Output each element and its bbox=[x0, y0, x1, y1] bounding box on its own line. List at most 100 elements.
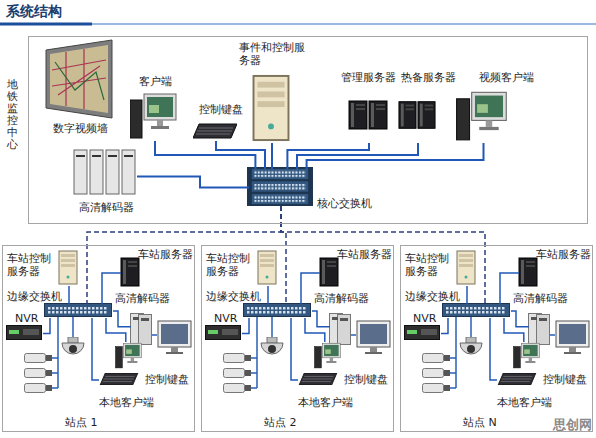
device-node: 高清解码器 bbox=[529, 314, 551, 346]
device-label: 边缘交换机 bbox=[206, 290, 261, 303]
group-label: 站点 1 bbox=[65, 416, 98, 429]
device-node: 控制键盘 bbox=[497, 374, 539, 386]
video-wall-icon bbox=[55, 62, 104, 100]
device-node: 热备服务器 bbox=[399, 89, 437, 143]
network-link bbox=[92, 318, 99, 380]
device-label: 车站服务器 bbox=[138, 248, 193, 261]
device-label: 控制键盘 bbox=[344, 373, 388, 386]
trunk-link bbox=[87, 206, 281, 304]
device-node: 控制键盘 bbox=[99, 374, 141, 386]
device-node: NVR bbox=[405, 326, 441, 341]
network-link bbox=[137, 177, 249, 188]
device-label: 本地客户端 bbox=[497, 396, 552, 409]
network-link bbox=[291, 318, 298, 380]
title-rule bbox=[0, 23, 596, 24]
core-switch-icon bbox=[247, 167, 313, 206]
station-art bbox=[206, 251, 391, 393]
core-switch-icon bbox=[251, 193, 308, 204]
trunk-link bbox=[281, 206, 286, 304]
device-node: 边缘交换机 bbox=[443, 304, 511, 318]
device-label: 高清解码器 bbox=[513, 292, 568, 305]
network-link bbox=[155, 141, 255, 169]
device-label: NVR bbox=[413, 312, 436, 325]
server-icon bbox=[418, 102, 435, 129]
server-icon bbox=[399, 102, 416, 129]
video-wall-icon bbox=[46, 40, 112, 118]
device-node: 客户端 bbox=[131, 91, 179, 141]
video-wall-icon bbox=[50, 45, 108, 113]
device-node: 边缘交换机 bbox=[45, 304, 113, 318]
device-label: 高清解码器 bbox=[115, 292, 170, 305]
device-label: 事件和控制服务器 bbox=[239, 41, 309, 67]
server-icon bbox=[254, 76, 289, 140]
network-link bbox=[68, 286, 70, 304]
device-label: 控制键盘 bbox=[543, 373, 587, 386]
network-link bbox=[267, 286, 269, 304]
device-node: 高清解码器 bbox=[75, 149, 137, 195]
station-art bbox=[7, 251, 192, 393]
network-link bbox=[511, 311, 529, 327]
device-label: 本地客户端 bbox=[298, 396, 353, 409]
device-label: 核心交换机 bbox=[317, 197, 372, 210]
device-label: 边缘交换机 bbox=[405, 290, 460, 303]
device-label: 高清解码器 bbox=[314, 292, 369, 305]
network-link bbox=[305, 318, 325, 342]
device-label: 车站服务器 bbox=[337, 248, 392, 261]
device-node: NVR bbox=[7, 326, 43, 341]
network-link bbox=[312, 311, 330, 327]
watermark: 思创网 bbox=[553, 416, 592, 434]
device-label: 本地客户端 bbox=[99, 396, 154, 409]
network-link bbox=[307, 143, 484, 169]
device-label: 管理服务器 bbox=[341, 71, 396, 84]
device-node: 车站服务器 bbox=[121, 258, 141, 288]
trunk-link bbox=[281, 206, 485, 304]
network-link bbox=[297, 143, 418, 169]
device-node: NVR bbox=[206, 326, 242, 341]
device-label: 视频客户端 bbox=[479, 71, 534, 84]
device-node: 车站控制服务器 bbox=[258, 251, 278, 286]
device-label: 控制键盘 bbox=[199, 103, 243, 116]
core-switch-icon bbox=[251, 181, 308, 192]
device-node: 边缘交换机 bbox=[244, 304, 312, 318]
network-link bbox=[504, 318, 524, 342]
network-link bbox=[113, 311, 131, 327]
network-link bbox=[216, 141, 265, 169]
group-label: 站点 N bbox=[463, 416, 497, 429]
device-node: 高清解码器 bbox=[131, 314, 153, 346]
device-label: 数字视频墙 bbox=[53, 122, 108, 135]
device-label: 控制键盘 bbox=[145, 373, 189, 386]
network-link bbox=[106, 318, 126, 342]
group-label: 地铁监控中心 bbox=[7, 79, 18, 152]
device-node: 车站控制服务器 bbox=[457, 251, 477, 286]
device-node: 车站服务器 bbox=[320, 258, 340, 288]
title-rule bbox=[0, 24, 596, 25]
device-node: 本地客户端 bbox=[109, 342, 151, 370]
video-wall-icon bbox=[46, 40, 112, 118]
device-node: 视频客户端 bbox=[456, 89, 511, 143]
device-node: 高清解码器 bbox=[330, 314, 352, 346]
group-label: 站点 2 bbox=[264, 416, 297, 429]
device-node: 数字视频墙 bbox=[47, 41, 115, 119]
device-label: 车站服务器 bbox=[536, 248, 591, 261]
group-box: 站点 2车站控制服务器车站服务器NVR边缘交换机高清解码器控制键盘本地客户端 bbox=[201, 245, 394, 432]
device-node: 车站控制服务器 bbox=[59, 251, 79, 286]
core-switch-icon bbox=[247, 167, 313, 206]
device-label: 边缘交换机 bbox=[7, 290, 62, 303]
device-label: 车站控制服务器 bbox=[206, 252, 252, 278]
network-link bbox=[242, 318, 249, 334]
device-label: 高清解码器 bbox=[79, 201, 134, 214]
network-link bbox=[271, 143, 273, 169]
station-art bbox=[405, 251, 590, 393]
network-link bbox=[43, 318, 50, 334]
group-box: 站点 1车站控制服务器车站服务器NVR边缘交换机高清解码器控制键盘本地客户端 bbox=[2, 245, 195, 432]
core-switch-icon bbox=[251, 168, 308, 179]
device-label: 热备服务器 bbox=[401, 71, 456, 84]
title-rule bbox=[0, 23, 92, 26]
device-node: 核心交换机 bbox=[249, 169, 313, 206]
device-node: 控制键盘 bbox=[298, 374, 340, 386]
group-box: 地铁监控中心数字视频墙客户端控制键盘事件和控制服务器管理服务器热备服务器视频客户… bbox=[28, 36, 588, 224]
device-node: 控制键盘 bbox=[194, 123, 238, 141]
device-node: 车站服务器 bbox=[519, 258, 539, 288]
